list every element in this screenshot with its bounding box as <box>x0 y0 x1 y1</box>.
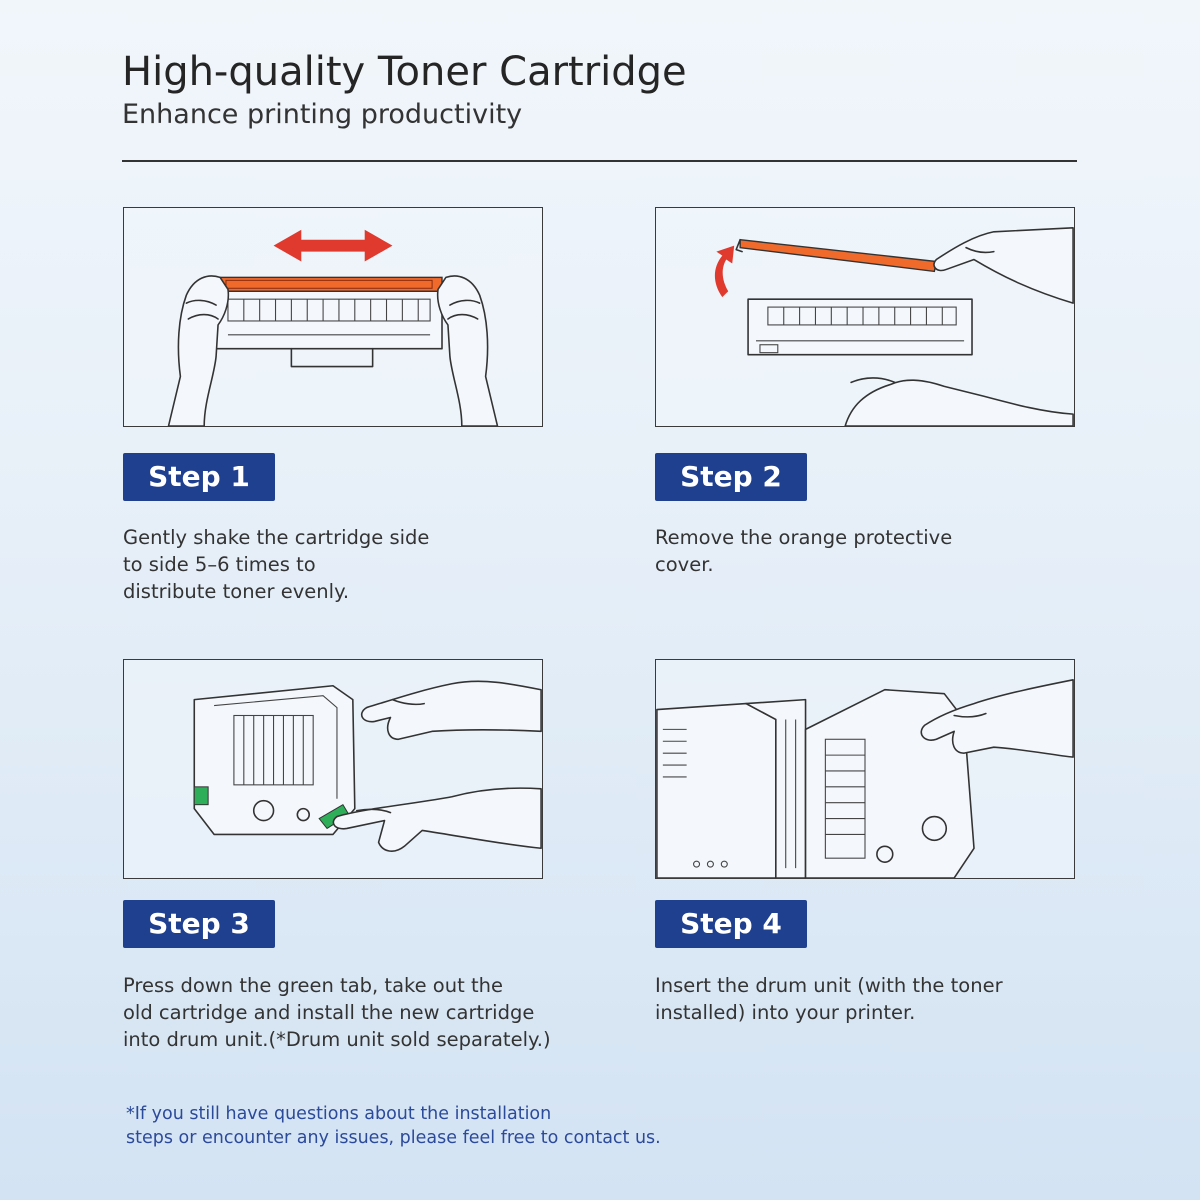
step-3-badge: Step 3 <box>123 900 275 948</box>
lift-arrow-icon <box>714 245 735 298</box>
step-3-illustration <box>123 659 543 879</box>
step-2-illustration <box>655 207 1075 427</box>
step-4-badge: Step 4 <box>655 900 807 948</box>
header-divider <box>122 160 1077 162</box>
step-1-badge: Step 1 <box>123 453 275 501</box>
remove-orange-cover-illustration <box>714 227 1074 426</box>
hands-shaking-cartridge-illustration <box>167 229 499 426</box>
green-tab <box>193 786 209 806</box>
step-2-description: Remove the orange protective cover. <box>655 526 953 576</box>
orange-cover <box>215 276 443 292</box>
step-3-description: Press down the green tab, take out the o… <box>123 974 551 1051</box>
shake-arrow-icon <box>273 229 393 262</box>
step-4-description: Insert the drum unit (with the toner ins… <box>655 974 1003 1024</box>
page-title: High-quality Toner Cartridge <box>122 49 687 95</box>
page-subtitle: Enhance printing productivity <box>122 99 523 130</box>
orange-cover <box>739 238 938 273</box>
drum-unit-green-tab-illustration <box>193 680 542 852</box>
support-footnote: *If you still have questions about the i… <box>126 1104 661 1148</box>
insert-drum-into-printer-illustration <box>656 679 1074 878</box>
step-1-illustration <box>123 207 543 427</box>
step-4-illustration <box>655 659 1075 879</box>
step-1-description: Gently shake the cartridge side to side … <box>123 526 430 603</box>
step-2-badge: Step 2 <box>655 453 807 501</box>
